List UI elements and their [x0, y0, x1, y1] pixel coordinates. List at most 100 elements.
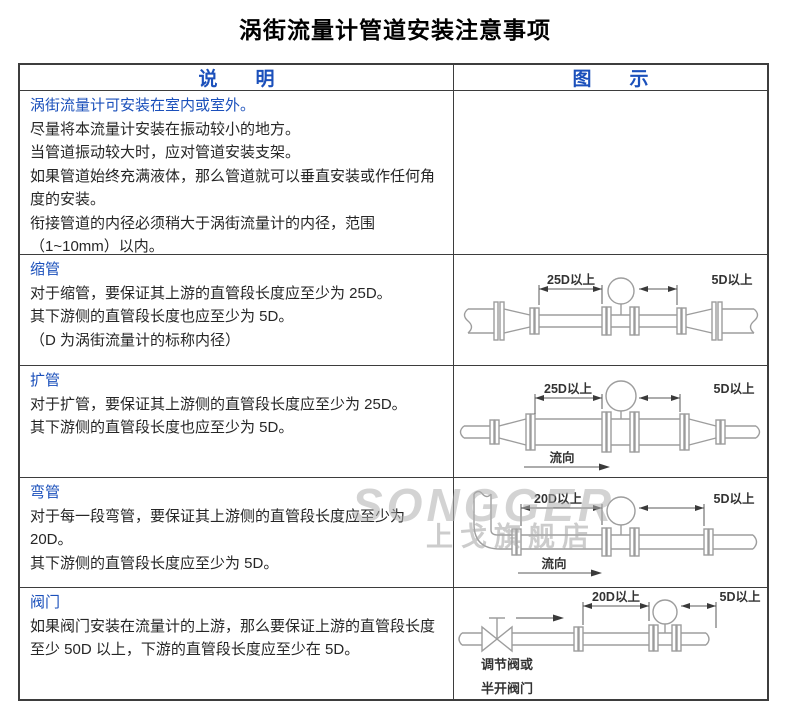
valve-note: 调节阀或 半开阀门	[481, 657, 533, 696]
flange	[578, 626, 584, 652]
flowmeter-flange	[606, 411, 612, 453]
dimension-annotations: 25D以上 5D以上	[538, 272, 753, 305]
flowmeter-flange	[606, 306, 612, 336]
flange	[573, 626, 579, 652]
flowmeter-head-icon	[607, 277, 635, 305]
header-cell-illustration: 图 示	[454, 65, 767, 90]
description-cell: 弯管 对于每一段弯管，要保证其上游侧的直管段长度应至少为 20D。 其下游侧的直…	[20, 478, 454, 587]
flange	[494, 419, 500, 445]
flange	[715, 419, 721, 445]
flowmeter-head-icon	[652, 599, 678, 625]
flowmeter-flange	[676, 624, 682, 652]
flange	[511, 528, 517, 556]
row-text-line: 对于每一段弯管，要保证其上游侧的直管段长度应至少为 20D。	[30, 507, 406, 549]
downstream-dim-label: 5D以上	[720, 589, 761, 604]
reducer-cone	[688, 418, 717, 446]
expander-cone	[498, 418, 527, 446]
flow-arrow-icon	[599, 463, 610, 471]
flange	[530, 413, 536, 451]
flange	[703, 528, 709, 556]
flow-arrow-icon	[591, 569, 602, 577]
valve-note-line1: 调节阀或	[481, 657, 533, 672]
page-title: 涡街流量计管道安装注意事项	[239, 17, 551, 43]
downstream-dim-label: 5D以上	[712, 272, 753, 287]
row-text-line: 其下游侧的直管段长度应至少为 5D。	[30, 554, 279, 572]
flow-direction: 流向	[518, 556, 602, 577]
flow-direction	[516, 614, 564, 622]
row-title: 阀门	[30, 594, 61, 611]
row-title: 扩管	[30, 372, 61, 389]
header-cell-description: 说 明	[20, 65, 454, 90]
pipe-drawing	[463, 277, 759, 341]
illustration-cell: 25D以上 5D以上	[454, 255, 767, 365]
flange	[534, 307, 540, 335]
elbow-outer	[473, 494, 512, 550]
flow-arrow-icon	[553, 614, 564, 622]
upstream-dim-label: 25D以上	[544, 381, 592, 396]
table-row-bend: 弯管 对于每一段弯管，要保证其上游侧的直管段长度应至少为 20D。 其下游侧的直…	[20, 477, 767, 587]
flange	[708, 528, 714, 556]
row-title: 涡街流量计可安装在室内或室外。	[30, 97, 256, 114]
flowmeter-flange	[671, 624, 677, 652]
valve-icon	[495, 625, 513, 653]
pipe-drawing	[459, 380, 761, 453]
description-cell: 涡街流量计可安装在室内或室外。 尽量将本流量计安装在振动较小的地方。 当管道振动…	[20, 91, 454, 255]
flange	[493, 301, 499, 341]
flowmeter-flange	[653, 624, 659, 652]
flowmeter-flange	[634, 411, 640, 453]
row-text-line: 衔接管道的内径必须稍大于涡街流量计的内径，范围（1~10mm）以内。	[30, 214, 376, 256]
row-text-line: 对于缩管，要保证其上游的直管段长度应至少为 25D。	[30, 284, 392, 302]
table-header-row: 说 明 图 示	[20, 65, 767, 90]
flange	[711, 301, 717, 341]
flowmeter-head-icon	[605, 380, 637, 412]
row-text-line: 其下游侧的直管段长度也应至少为 5D。	[30, 419, 294, 436]
flowmeter-flange	[601, 527, 607, 557]
table-row-expander: 扩管 对于扩管，要保证其上游侧的直管段长度应至少为 25D。 其下游侧的直管段长…	[20, 365, 767, 477]
flange	[684, 413, 690, 451]
pipe-break-right	[705, 632, 710, 646]
flange	[717, 301, 723, 341]
pipe-break-left	[458, 632, 463, 646]
table-row-valve: 阀门 如果阀门安装在流量计的上游，那么要保证上游的直管段长度至少 50D 以上，…	[20, 587, 767, 699]
expander-cone	[685, 308, 713, 334]
flowmeter-flange	[629, 306, 635, 336]
flowmeter-flange	[629, 411, 635, 453]
upstream-dim-label: 25D以上	[547, 272, 595, 287]
flange	[720, 419, 726, 445]
row-text-line: 当管道振动较大时，应对管道安装支架。	[30, 144, 301, 161]
flange	[499, 301, 505, 341]
valve-icon	[481, 625, 499, 653]
row-text-line: 如果管道始终充满液体，那么管道就可以垂直安装或作任何角度的安装。	[30, 167, 436, 209]
row-text-line: 尽量将本流量计安装在振动较小的地方。	[30, 120, 301, 138]
flange	[529, 307, 535, 335]
column-header-description: 说 明	[198, 69, 275, 90]
flowmeter-flange	[629, 527, 635, 557]
valve-stem	[489, 617, 505, 639]
reducer-pipe-diagram: 25D以上 5D以上	[463, 272, 759, 341]
table-row-reducer: 缩管 对于缩管，要保证其上游的直管段长度应至少为 25D。 其下游侧的直管段长度…	[20, 254, 767, 365]
flowmeter-flange	[601, 306, 607, 336]
flange	[679, 413, 685, 451]
dimension-annotations: 20D以上 5D以上	[520, 491, 755, 526]
table-row-general: 涡街流量计可安装在室内或室外。 尽量将本流量计安装在振动较小的地方。 当管道振动…	[20, 90, 767, 255]
row-title: 弯管	[30, 484, 61, 501]
bend-pipe-diagram: 20D以上 5D以上 流向	[473, 490, 758, 577]
upstream-dim-label: 20D以上	[592, 589, 640, 604]
pipe-drawing	[458, 599, 710, 653]
illustration-cell-empty	[454, 91, 767, 254]
upstream-dim-label: 20D以上	[534, 491, 582, 506]
valve-note-line2: 半开阀门	[481, 681, 533, 696]
illustration-cell: 25D以上 5D以上 流向	[454, 366, 767, 477]
description-cell: 扩管 对于扩管，要保证其上游侧的直管段长度应至少为 25D。 其下游侧的直管段长…	[20, 366, 454, 477]
row-title: 缩管	[30, 261, 61, 278]
flange	[676, 307, 682, 335]
flowmeter-flange	[606, 527, 612, 557]
pipe-break-right	[755, 425, 761, 439]
illustration-cell: 20D以上 5D以上 调节阀或 半开阀门	[454, 588, 767, 699]
row-text-line: 如果阀门安装在流量计的上游，那么要保证上游的直管段长度至少 50D 以上，下游的…	[30, 617, 436, 659]
flange	[681, 307, 687, 335]
flowmeter-head-icon	[606, 496, 636, 526]
flowmeter-flange	[634, 306, 640, 336]
downstream-dim-label: 5D以上	[714, 491, 755, 506]
